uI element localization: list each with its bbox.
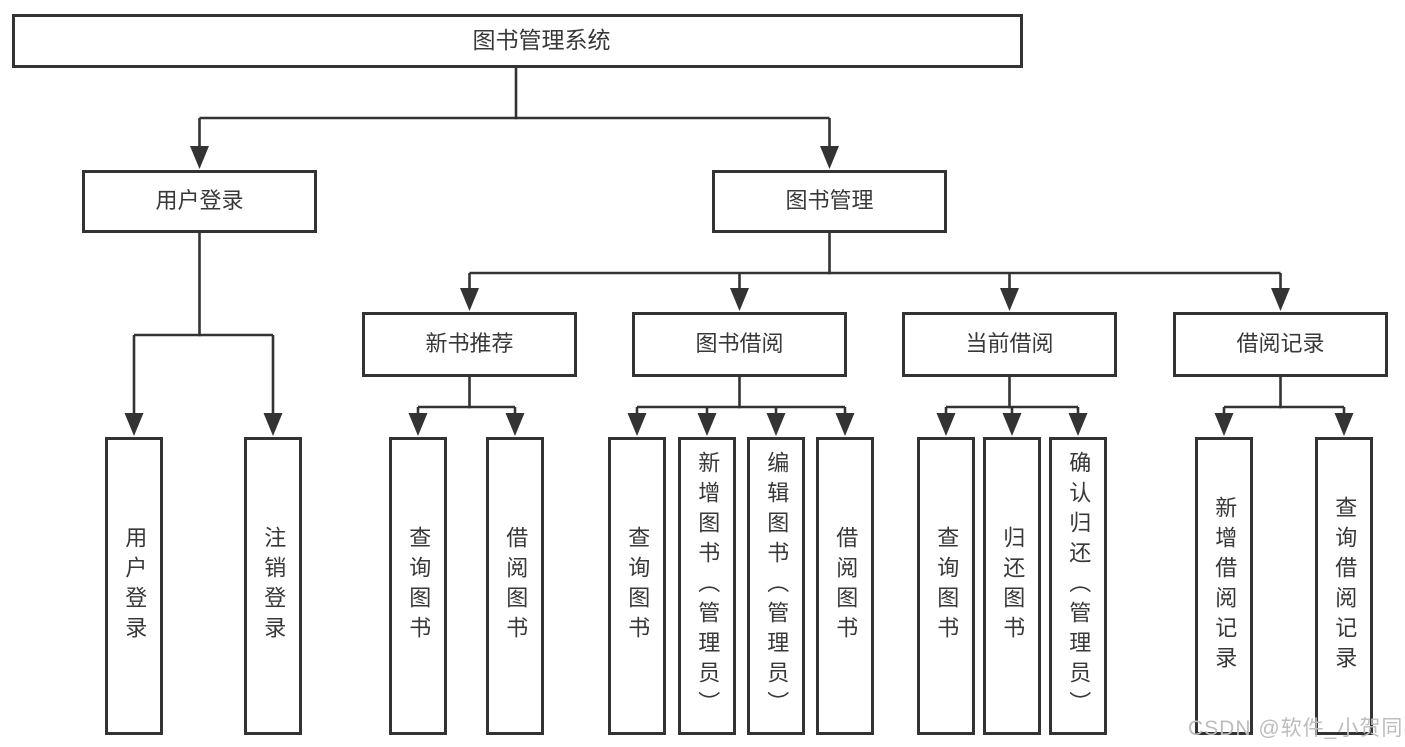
node-label: 查询借阅记录 xyxy=(1332,496,1358,676)
node-label: 新书推荐 xyxy=(425,331,514,357)
node-label: 注销登录 xyxy=(261,526,287,646)
node-label: 确认归还（管理员） xyxy=(1066,451,1092,721)
leaf-current-confirm-return-admin: 确认归还（管理员） xyxy=(1049,437,1107,735)
node-label: 用户登录 xyxy=(122,526,148,646)
leaf-borrow-borrow-books: 借阅图书 xyxy=(816,437,874,735)
leaf-current-query-books: 查询图书 xyxy=(917,437,975,735)
node-label: 查询图书 xyxy=(934,526,960,646)
node-label: 新增借阅记录 xyxy=(1212,496,1238,676)
leaf-current-return-books: 归还图书 xyxy=(983,437,1041,735)
node-label: 图书借阅 xyxy=(695,331,784,357)
node-label: 新增图书（管理员） xyxy=(695,451,721,721)
node-new-book-recommend: 新书推荐 xyxy=(362,312,577,377)
leaf-records-add-record: 新增借阅记录 xyxy=(1195,437,1253,735)
node-book-borrow: 图书借阅 xyxy=(632,312,847,377)
node-label: 当前借阅 xyxy=(965,331,1054,357)
node-label: 归还图书 xyxy=(1000,526,1026,646)
leaf-user-login: 用户登录 xyxy=(105,437,163,735)
node-label: 查询图书 xyxy=(406,526,432,646)
node-label: 借阅图书 xyxy=(833,526,859,646)
node-label: 借阅记录 xyxy=(1236,331,1325,357)
csdn-watermark: CSDN @软件_小贺同学 xyxy=(1188,717,1405,740)
leaf-recommend-borrow-books: 借阅图书 xyxy=(486,437,544,735)
node-book-management: 图书管理 xyxy=(712,170,947,233)
leaf-borrow-edit-books-admin: 编辑图书（管理员） xyxy=(747,437,805,735)
node-label: 借阅图书 xyxy=(503,526,529,646)
node-label: 图书管理系统 xyxy=(472,27,611,54)
node-label: 用户登录 xyxy=(155,188,244,214)
leaf-logout: 注销登录 xyxy=(244,437,302,735)
node-current-borrow: 当前借阅 xyxy=(902,312,1117,377)
node-label: 查询图书 xyxy=(625,526,651,646)
leaf-records-query-record: 查询借阅记录 xyxy=(1315,437,1373,735)
node-borrow-records: 借阅记录 xyxy=(1173,312,1388,377)
node-label: 编辑图书（管理员） xyxy=(764,451,790,721)
leaf-recommend-query-books: 查询图书 xyxy=(389,437,447,735)
leaf-borrow-query-books: 查询图书 xyxy=(608,437,666,735)
leaf-borrow-add-books-admin: 新增图书（管理员） xyxy=(678,437,736,735)
node-label: 图书管理 xyxy=(785,188,874,214)
node-book-management-system: 图书管理系统 xyxy=(12,14,1023,68)
node-user-login-group: 用户登录 xyxy=(82,170,317,233)
